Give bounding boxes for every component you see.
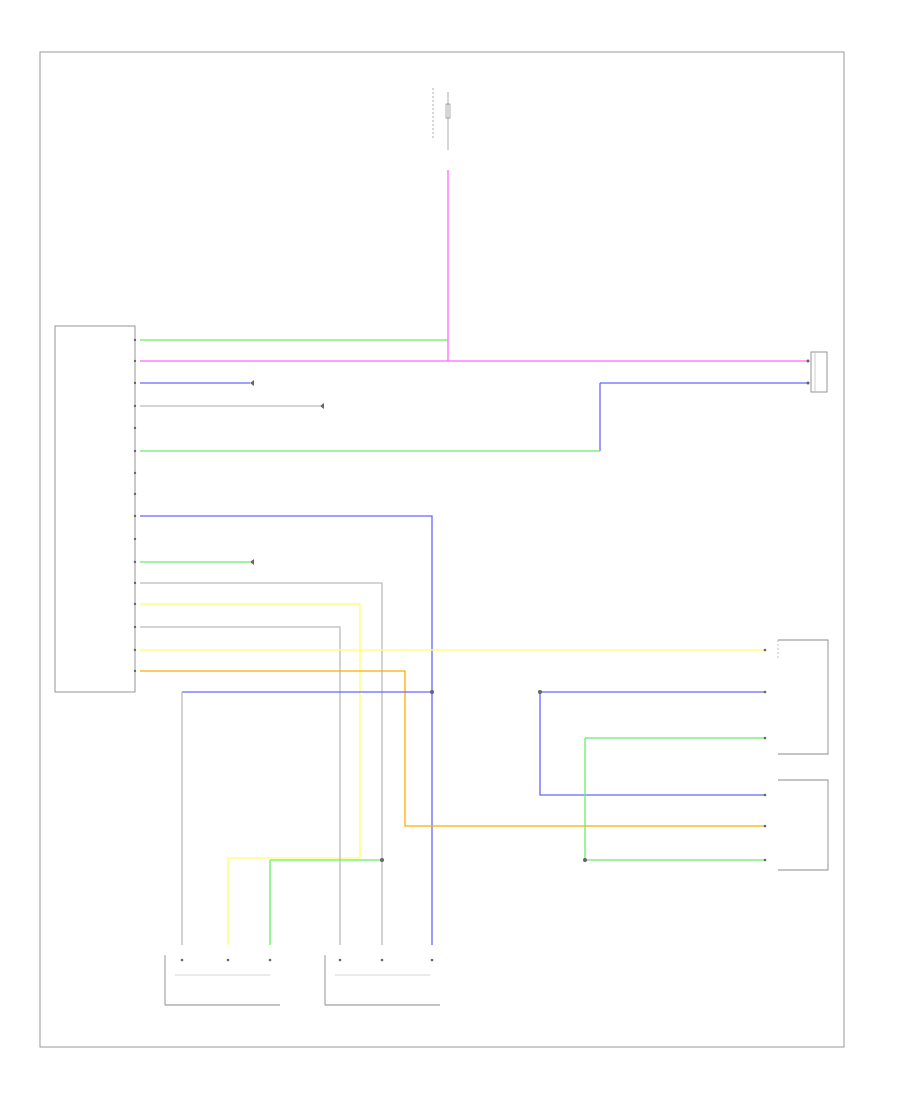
bottom-splice-callout xyxy=(380,858,587,862)
bottom-left-box xyxy=(324,955,440,1006)
wire-orange xyxy=(140,670,765,827)
module-pin xyxy=(133,449,137,453)
connector-box xyxy=(810,351,828,393)
wire-gray-down-2 xyxy=(140,626,341,945)
sensor-pin xyxy=(380,958,384,962)
splice-dot xyxy=(538,690,542,694)
sensor-pin xyxy=(226,958,230,962)
wire-green-ground-bottom xyxy=(269,859,382,945)
wire-pink-power xyxy=(140,170,808,362)
power-source xyxy=(432,88,451,150)
right-sensor-upper xyxy=(763,639,829,755)
wire-blue-down xyxy=(140,515,433,945)
module-pin xyxy=(133,648,137,652)
module-pin xyxy=(133,560,137,564)
sensor-pin xyxy=(763,648,767,652)
module-pin xyxy=(133,471,137,475)
sensor-pin xyxy=(180,958,184,962)
module-pin xyxy=(133,338,137,342)
bottom-sensor-right xyxy=(164,955,280,1006)
wire-green-ground-right xyxy=(584,737,765,861)
module-pin xyxy=(133,602,137,606)
right-sensor-lower xyxy=(763,779,829,871)
wire-yellow-down xyxy=(140,603,361,945)
right-connector xyxy=(806,351,828,393)
sensor-pin xyxy=(763,690,767,694)
connector-pin xyxy=(806,359,810,363)
sensor-pin xyxy=(430,958,434,962)
sensor-pin xyxy=(763,858,767,862)
wire-blue-splice xyxy=(182,691,765,796)
fuse-icon xyxy=(445,103,451,119)
wire-blue-right xyxy=(140,382,808,451)
sensor-upper-box xyxy=(778,639,829,755)
module-pin xyxy=(133,514,137,518)
module-pin xyxy=(133,492,137,496)
bottom-right-box xyxy=(164,955,280,1006)
module-pin xyxy=(133,625,137,629)
module-box xyxy=(54,325,136,693)
diagram-border xyxy=(39,51,845,1048)
module-pin xyxy=(133,669,137,673)
splice-dot xyxy=(583,858,587,862)
ground-callout-1 xyxy=(250,380,254,386)
control-module xyxy=(54,325,137,693)
module-pin xyxy=(133,581,137,585)
ground-arrow-icon xyxy=(250,559,254,565)
sensor-pin xyxy=(338,958,342,962)
splice-dot xyxy=(430,690,434,694)
ground-arrow-icon xyxy=(320,403,324,409)
module-pin xyxy=(133,404,137,408)
connector-pin xyxy=(806,381,810,385)
bottom-sensor-left xyxy=(324,955,440,1006)
module-pin xyxy=(133,537,137,541)
module-pin xyxy=(133,426,137,430)
ground-callout-2 xyxy=(320,403,324,409)
module-pin xyxy=(133,381,137,385)
wire-gray-down xyxy=(140,582,383,945)
sensor-pin xyxy=(763,793,767,797)
module-pins xyxy=(133,338,137,673)
splice-dot xyxy=(380,858,384,862)
sensor-pin xyxy=(268,958,272,962)
wires xyxy=(140,170,808,945)
sensor-pin xyxy=(763,824,767,828)
ground-arrow-icon xyxy=(250,380,254,386)
splice-callout xyxy=(430,690,542,694)
sensor-lower-box xyxy=(778,779,829,871)
module-pin xyxy=(133,359,137,363)
sensor-pin xyxy=(763,736,767,740)
